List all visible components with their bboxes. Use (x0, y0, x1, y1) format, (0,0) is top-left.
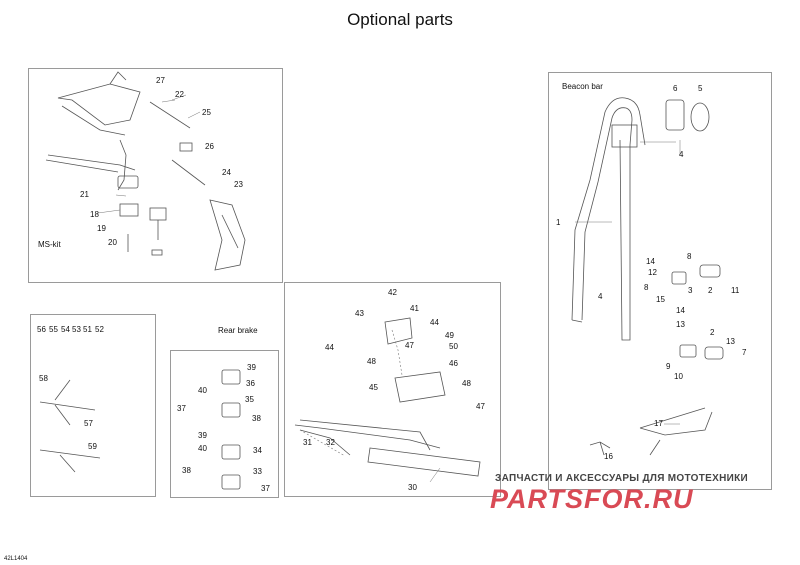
callout-33: 33 (253, 467, 262, 476)
callout-14-b: 14 (676, 306, 685, 315)
callout-54: 54 (61, 325, 70, 334)
callout-26: 26 (205, 142, 214, 151)
callout-15: 15 (656, 295, 665, 304)
callout-27: 27 (156, 76, 165, 85)
watermark-tagline: ЗАПЧАСТИ И АКСЕССУАРЫ ДЛЯ МОТОТЕХНИКИ (495, 473, 748, 484)
callout-39-b: 39 (198, 431, 207, 440)
watermark-logo: PARTSFOR.RU (490, 484, 694, 514)
callout-49: 49 (445, 331, 454, 340)
callout-36: 36 (246, 379, 255, 388)
callout-48-b: 48 (462, 379, 471, 388)
callout-55: 55 (49, 325, 58, 334)
callout-40-a: 40 (198, 386, 207, 395)
callout-53: 53 (72, 325, 81, 334)
callout-46: 46 (449, 359, 458, 368)
ms-kit-panel (28, 68, 283, 283)
callout-18: 18 (90, 210, 99, 219)
ms-kit-label: MS-kit (38, 240, 61, 249)
callout-24: 24 (222, 168, 231, 177)
callout-12: 12 (648, 268, 657, 277)
callout-22: 22 (175, 90, 184, 99)
callout-9: 9 (666, 362, 671, 371)
callout-47-a: 47 (405, 341, 414, 350)
drawing-reference: 42L1404 (4, 556, 28, 562)
callout-6: 6 (673, 84, 678, 93)
callout-39-a: 39 (247, 363, 256, 372)
callout-35: 35 (245, 395, 254, 404)
callout-1: 1 (556, 218, 561, 227)
callout-30: 30 (408, 483, 417, 492)
beacon-bar-panel (548, 72, 772, 490)
callout-20: 20 (108, 238, 117, 247)
callout-44-a: 44 (430, 318, 439, 327)
callout-3: 3 (688, 286, 693, 295)
callout-43: 43 (355, 309, 364, 318)
callout-16: 16 (604, 452, 613, 461)
callout-52: 52 (95, 325, 104, 334)
callout-8-b: 8 (644, 283, 649, 292)
callout-38-b: 38 (182, 466, 191, 475)
callout-8-a: 8 (687, 252, 692, 261)
callout-40-b: 40 (198, 444, 207, 453)
callout-4-mid: 4 (598, 292, 603, 301)
callout-34: 34 (253, 446, 262, 455)
callout-13-b: 13 (726, 337, 735, 346)
callout-5: 5 (698, 84, 703, 93)
callout-11: 11 (731, 286, 740, 295)
callout-19: 19 (97, 224, 106, 233)
callout-51: 51 (83, 325, 92, 334)
callout-17: 17 (654, 419, 663, 428)
callout-32: 32 (326, 438, 335, 447)
callout-58: 58 (39, 374, 48, 383)
rear-brake-label: Rear brake (218, 326, 258, 335)
callout-25: 25 (202, 108, 211, 117)
callout-10: 10 (674, 372, 683, 381)
center-assembly-panel (284, 282, 501, 497)
callout-23: 23 (234, 180, 243, 189)
callout-13-a: 13 (676, 320, 685, 329)
callout-50: 50 (449, 342, 458, 351)
callout-4-top: 4 (679, 150, 684, 159)
callout-14-a: 14 (646, 257, 655, 266)
callout-7: 7 (742, 348, 747, 357)
callout-38-a: 38 (252, 414, 261, 423)
callout-47-b: 47 (476, 402, 485, 411)
callout-21: 21 (80, 190, 89, 199)
callout-59: 59 (88, 442, 97, 451)
left-kit-panel (30, 314, 156, 497)
beacon-bar-label: Beacon bar (562, 82, 603, 91)
callout-37-b: 37 (261, 484, 270, 493)
callout-48-a: 48 (367, 357, 376, 366)
callout-57: 57 (84, 419, 93, 428)
callout-2-b: 2 (710, 328, 715, 337)
callout-2-a: 2 (708, 286, 713, 295)
page-title: Optional parts (347, 10, 453, 29)
callout-56: 56 (37, 325, 46, 334)
callout-41: 41 (410, 304, 419, 313)
callout-44-b: 44 (325, 343, 334, 352)
rear-brake-panel (170, 350, 279, 498)
callout-42: 42 (388, 288, 397, 297)
callout-45: 45 (369, 383, 378, 392)
callout-31: 31 (303, 438, 312, 447)
callout-37-a: 37 (177, 404, 186, 413)
